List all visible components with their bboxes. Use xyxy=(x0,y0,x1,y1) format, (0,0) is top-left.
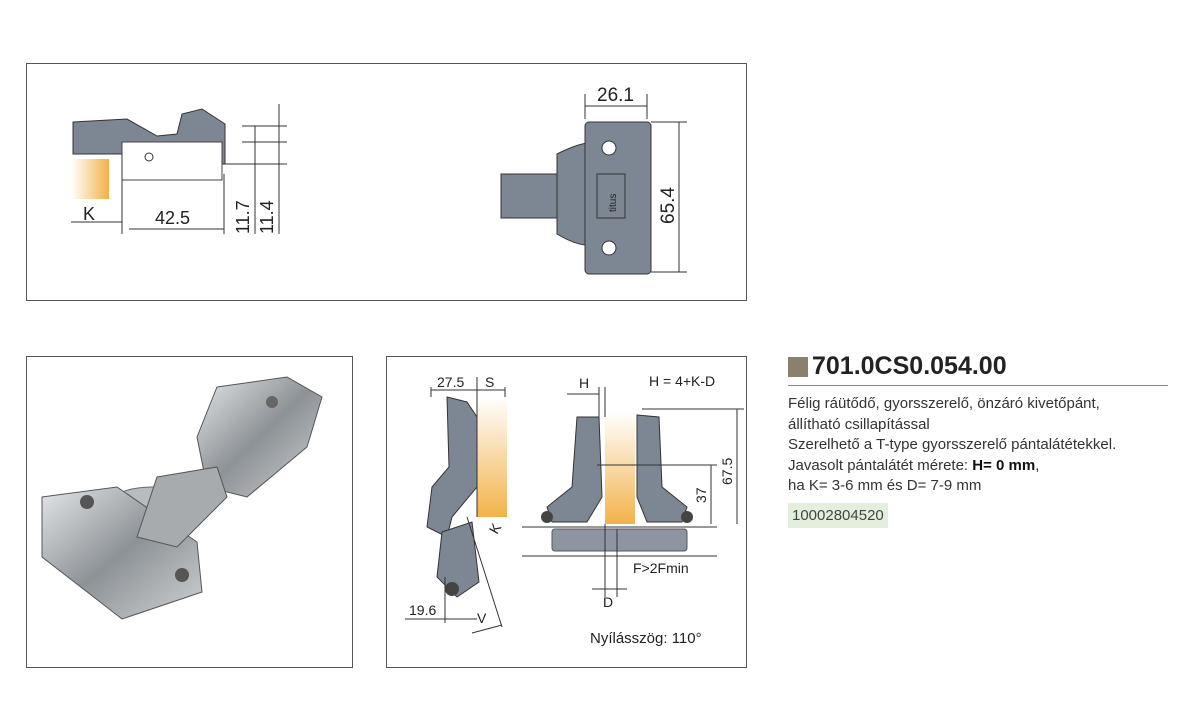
desc-line-4-suffix: , xyxy=(1035,456,1040,474)
product-info: 701.0CS0.054.00 Félig ráütődő, gyorsszer… xyxy=(788,352,1168,528)
hinge-product-photo xyxy=(26,356,353,668)
hinge-dimension-drawing: K 42.5 11.7 11.4 titus 26.1 65.4 xyxy=(26,63,747,301)
brand-logo: titus xyxy=(608,194,619,212)
dim-k: K xyxy=(83,204,95,224)
desc-line-1: Félig ráütődő, gyorsszerelő, önzáró kive… xyxy=(788,395,1100,412)
dim-k-side: K xyxy=(486,520,505,537)
dim-s: S xyxy=(485,374,494,390)
hinge-arm-top xyxy=(500,173,562,219)
desc-line-3: Szerelhető a T-type gyorsszerelő pántalá… xyxy=(788,436,1117,453)
desc-line-4: Javasolt pántalátét mérete: H= 0 mm, xyxy=(788,456,1168,477)
product-code-heading: 701.0CS0.054.00 xyxy=(788,352,1168,386)
desc-line-2: állítható csillapítással xyxy=(788,415,930,433)
dim-27-5: 27.5 xyxy=(437,374,464,390)
square-bullet-icon xyxy=(788,356,808,377)
hinge-arm-photo xyxy=(196,376,323,498)
article-number-badge: 10002804520 xyxy=(788,502,888,528)
desc-line-4-prefix: Javasolt pántalátét mérete: xyxy=(788,456,973,474)
product-code: 701.0CS0.054.00 xyxy=(812,352,1007,380)
recommended-plate-size: H= 0 mm xyxy=(972,456,1036,474)
desc-line-5: ha K= 3-6 mm és D= 7-9 mm xyxy=(788,477,982,494)
hinge-side-and-top-view: K 42.5 11.7 11.4 titus 26.1 65.4 xyxy=(71,85,687,275)
dim-v: V xyxy=(477,610,487,626)
mounting-plate xyxy=(584,121,652,275)
dim-19-6: 19.6 xyxy=(409,602,436,618)
dim-width: 26.1 xyxy=(597,85,634,106)
dim-d: D xyxy=(603,594,613,610)
dim-plate-height: 65.4 xyxy=(658,187,679,224)
opening-angle: Nyílásszög: 110° xyxy=(590,630,702,647)
dim-37: 37 xyxy=(693,487,709,503)
dim-height-1: 11.7 xyxy=(233,200,253,234)
dim-height-2: 11.4 xyxy=(257,200,277,234)
door-panel xyxy=(71,159,109,199)
dim-depth: 42.5 xyxy=(155,208,190,228)
formula-h: H = 4+K-D xyxy=(649,373,715,389)
dim-h: H xyxy=(579,375,589,391)
dim-67-5: 67.5 xyxy=(719,458,735,485)
dim-f: F>2Fmin xyxy=(633,560,689,576)
product-description: Félig ráütődő, gyorsszerelő, önzáró kive… xyxy=(788,394,1168,497)
installation-diagram: 27.5 S K 19.6 V H H = 4+K-D 67.5 37 F>2F… xyxy=(386,356,747,668)
